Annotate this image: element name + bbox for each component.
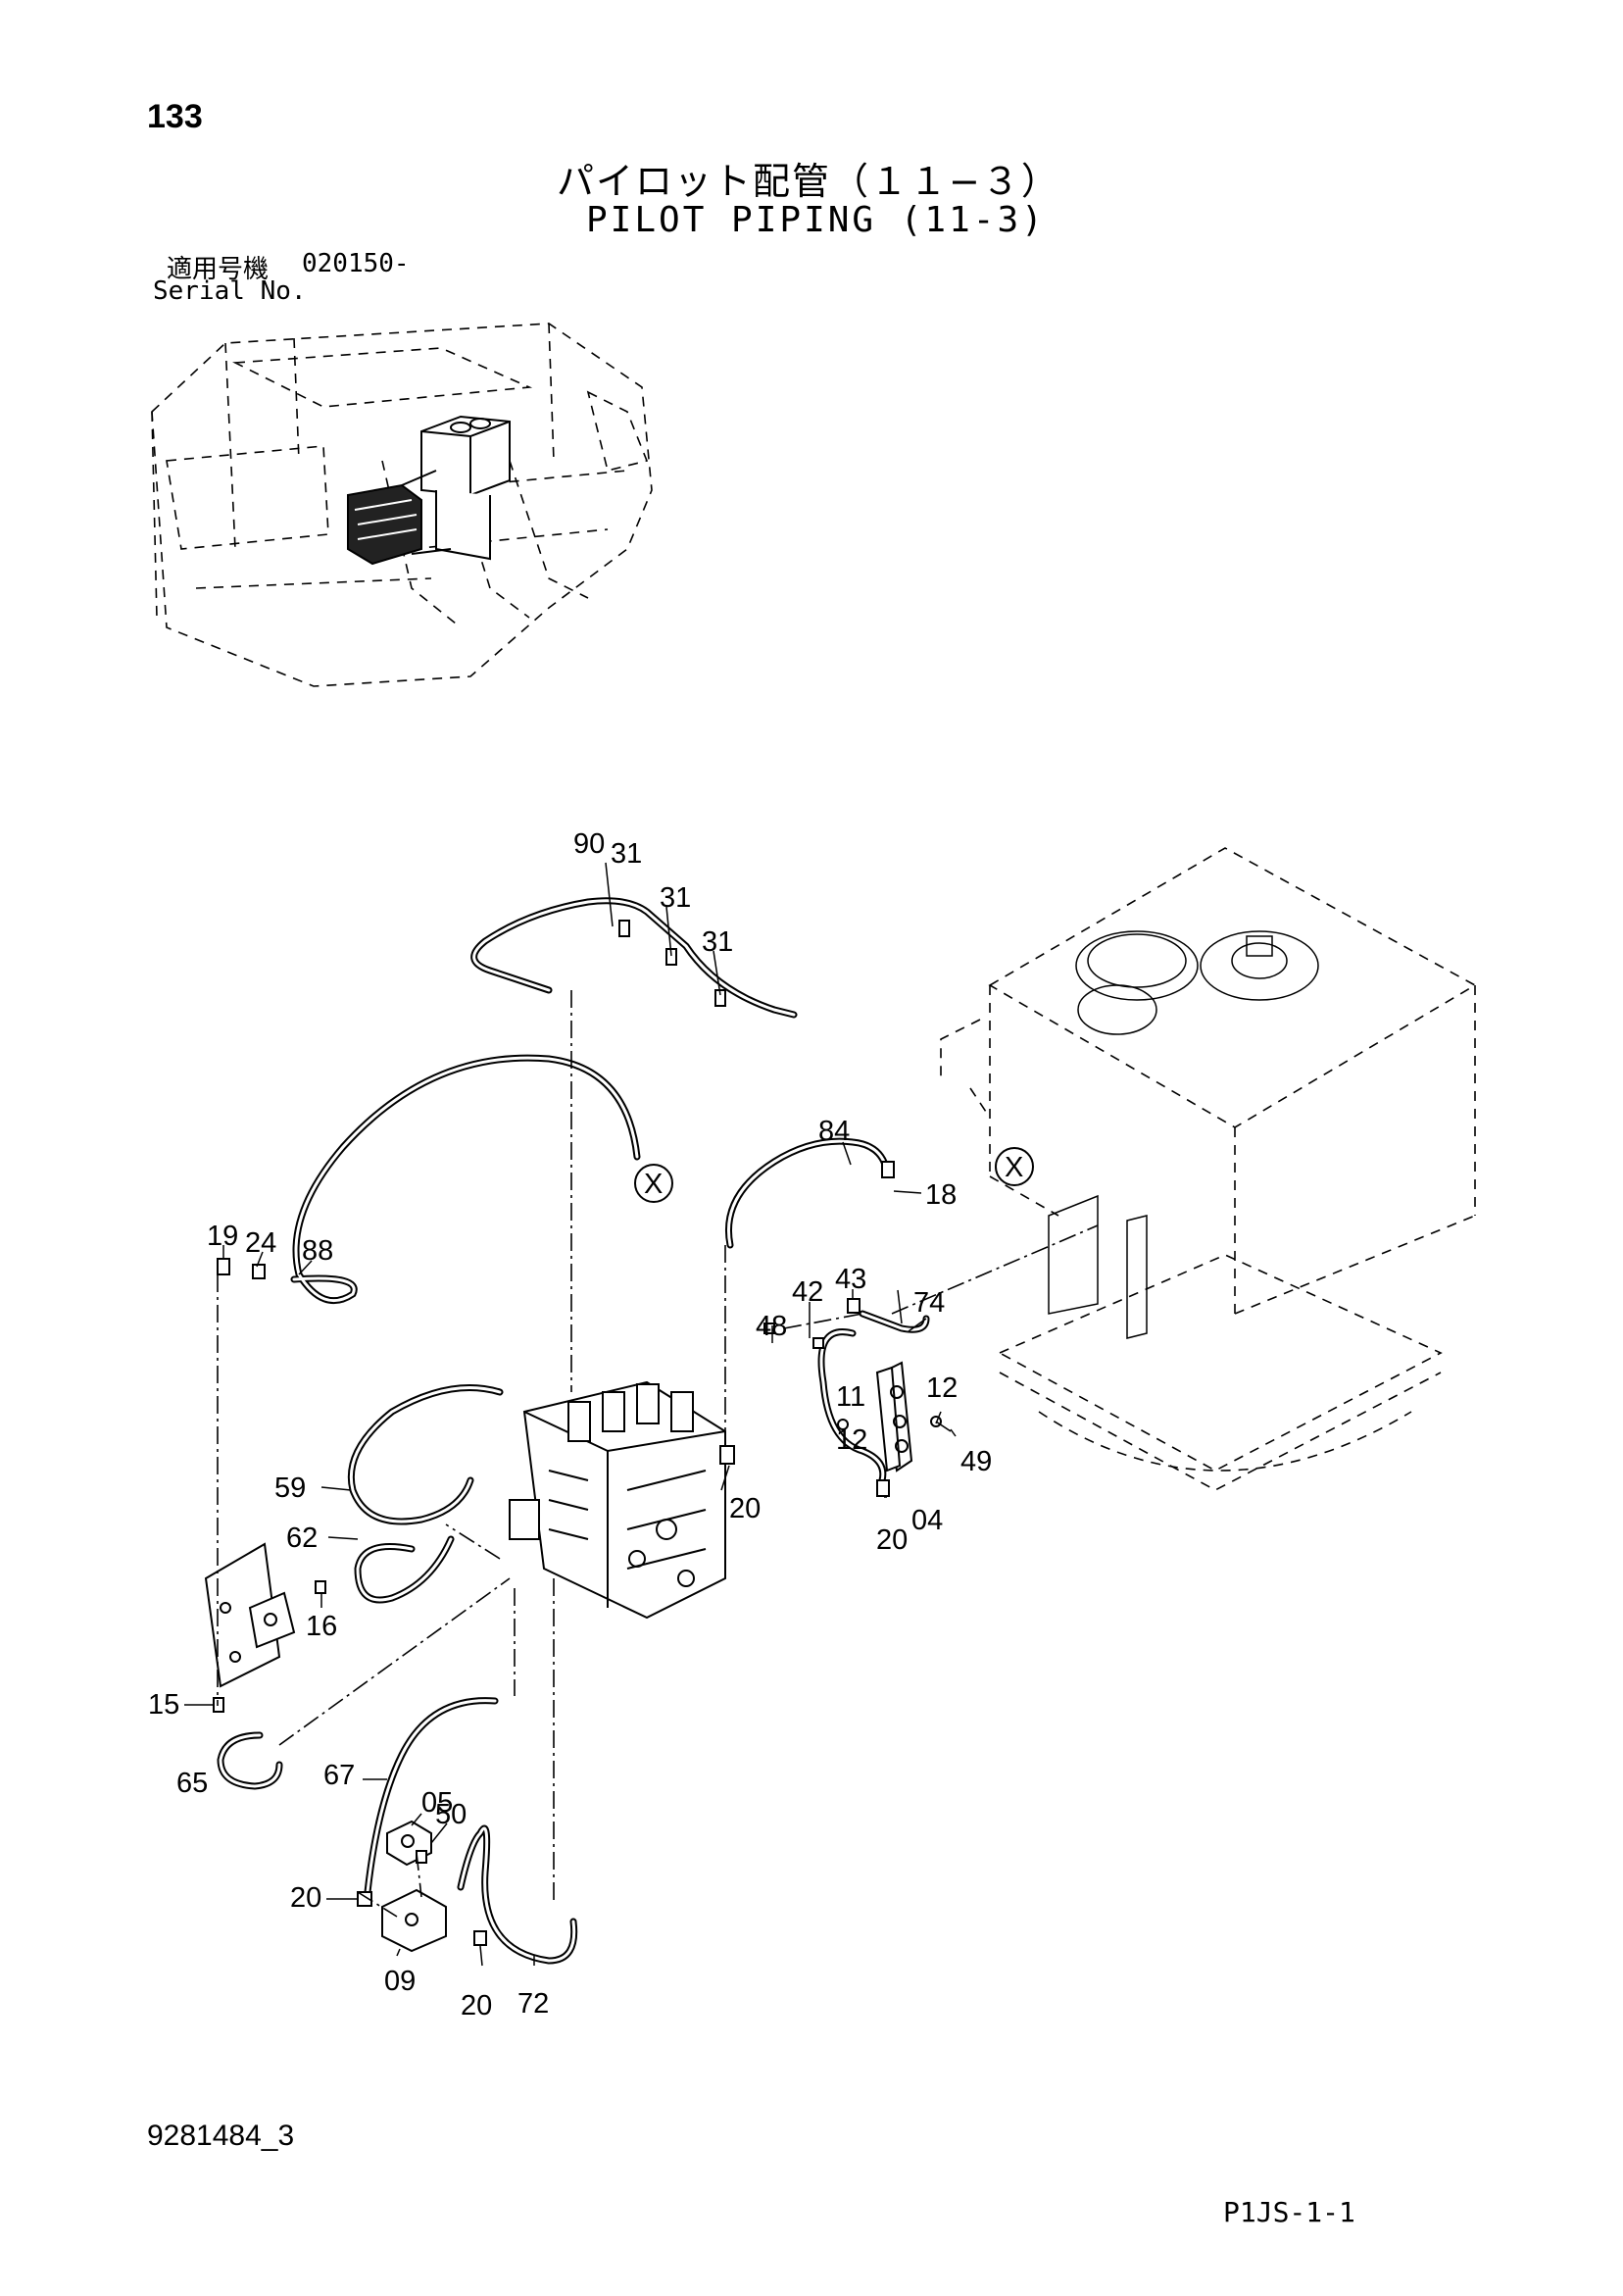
callout-67: 67: [323, 1760, 355, 1791]
solenoid-valve-block: [875, 1361, 913, 1472]
callout-20-valve: 20: [729, 1493, 761, 1524]
callout-20-lower: 20: [461, 1990, 492, 2021]
page-title-jp: パイロット配管（１１−３）: [557, 160, 1060, 203]
overview-machine-sketch: [151, 323, 653, 687]
callout-24: 24: [245, 1227, 276, 1259]
callout-42: 42: [792, 1276, 823, 1308]
reference-x-circle-left: [634, 1164, 673, 1203]
callout-12-left: 12: [836, 1424, 867, 1456]
serial-label-en: Serial No.: [153, 276, 307, 306]
callout-leaders: [184, 862, 957, 1967]
callout-15: 15: [148, 1689, 179, 1721]
callout-72: 72: [517, 1988, 549, 2020]
callout-62: 62: [286, 1522, 318, 1554]
callout-31c: 31: [702, 926, 733, 958]
callout-x-right: X: [1005, 1152, 1023, 1183]
callout-49: 49: [960, 1446, 992, 1477]
callout-19: 19: [207, 1221, 238, 1252]
page-title-en: PILOT PIPING (11-3): [586, 200, 1046, 240]
callout-09: 09: [384, 1966, 416, 1997]
hoses: [217, 897, 930, 1965]
callout-31a: 31: [611, 838, 642, 870]
page-number: 133: [147, 98, 203, 135]
hydraulic-tank-assembly: [940, 847, 1477, 1491]
valve-blocks-05-09: [381, 1820, 447, 1953]
callout-x-left: X: [644, 1169, 663, 1200]
control-valve: [509, 1380, 726, 1620]
callout-90: 90: [573, 828, 605, 860]
callout-88: 88: [302, 1235, 333, 1267]
centerlines: [217, 990, 1099, 1918]
callout-31b: 31: [660, 882, 691, 914]
page-code: P1JS-1-1: [1223, 2196, 1355, 2228]
callout-48: 48: [756, 1311, 787, 1342]
callout-59: 59: [274, 1472, 306, 1504]
callout-43: 43: [835, 1264, 866, 1295]
callout-04: 04: [911, 1505, 943, 1536]
callout-84: 84: [818, 1116, 850, 1147]
reference-x-circle-right: [995, 1147, 1034, 1186]
callout-20-lower-left: 20: [290, 1882, 321, 1914]
callout-05: 05: [421, 1787, 453, 1819]
callout-12-right: 12: [926, 1373, 958, 1404]
callout-74: 74: [913, 1287, 945, 1319]
serial-label-jp: 適用号機: [167, 255, 270, 284]
callout-16: 16: [306, 1611, 337, 1642]
serial-number: 020150-: [302, 249, 410, 278]
callout-labels: 90 31 31 31 X X 84 18 19 24 88 42 43 74 …: [148, 828, 1023, 2021]
callout-50: 50: [435, 1799, 467, 1830]
bracket-plate: [204, 1542, 296, 1688]
callout-18: 18: [925, 1179, 957, 1211]
callout-20-block: 20: [876, 1524, 908, 1556]
callout-65: 65: [176, 1768, 208, 1799]
callout-11: 11: [836, 1381, 865, 1413]
document-number: 9281484_3: [147, 2120, 295, 2152]
